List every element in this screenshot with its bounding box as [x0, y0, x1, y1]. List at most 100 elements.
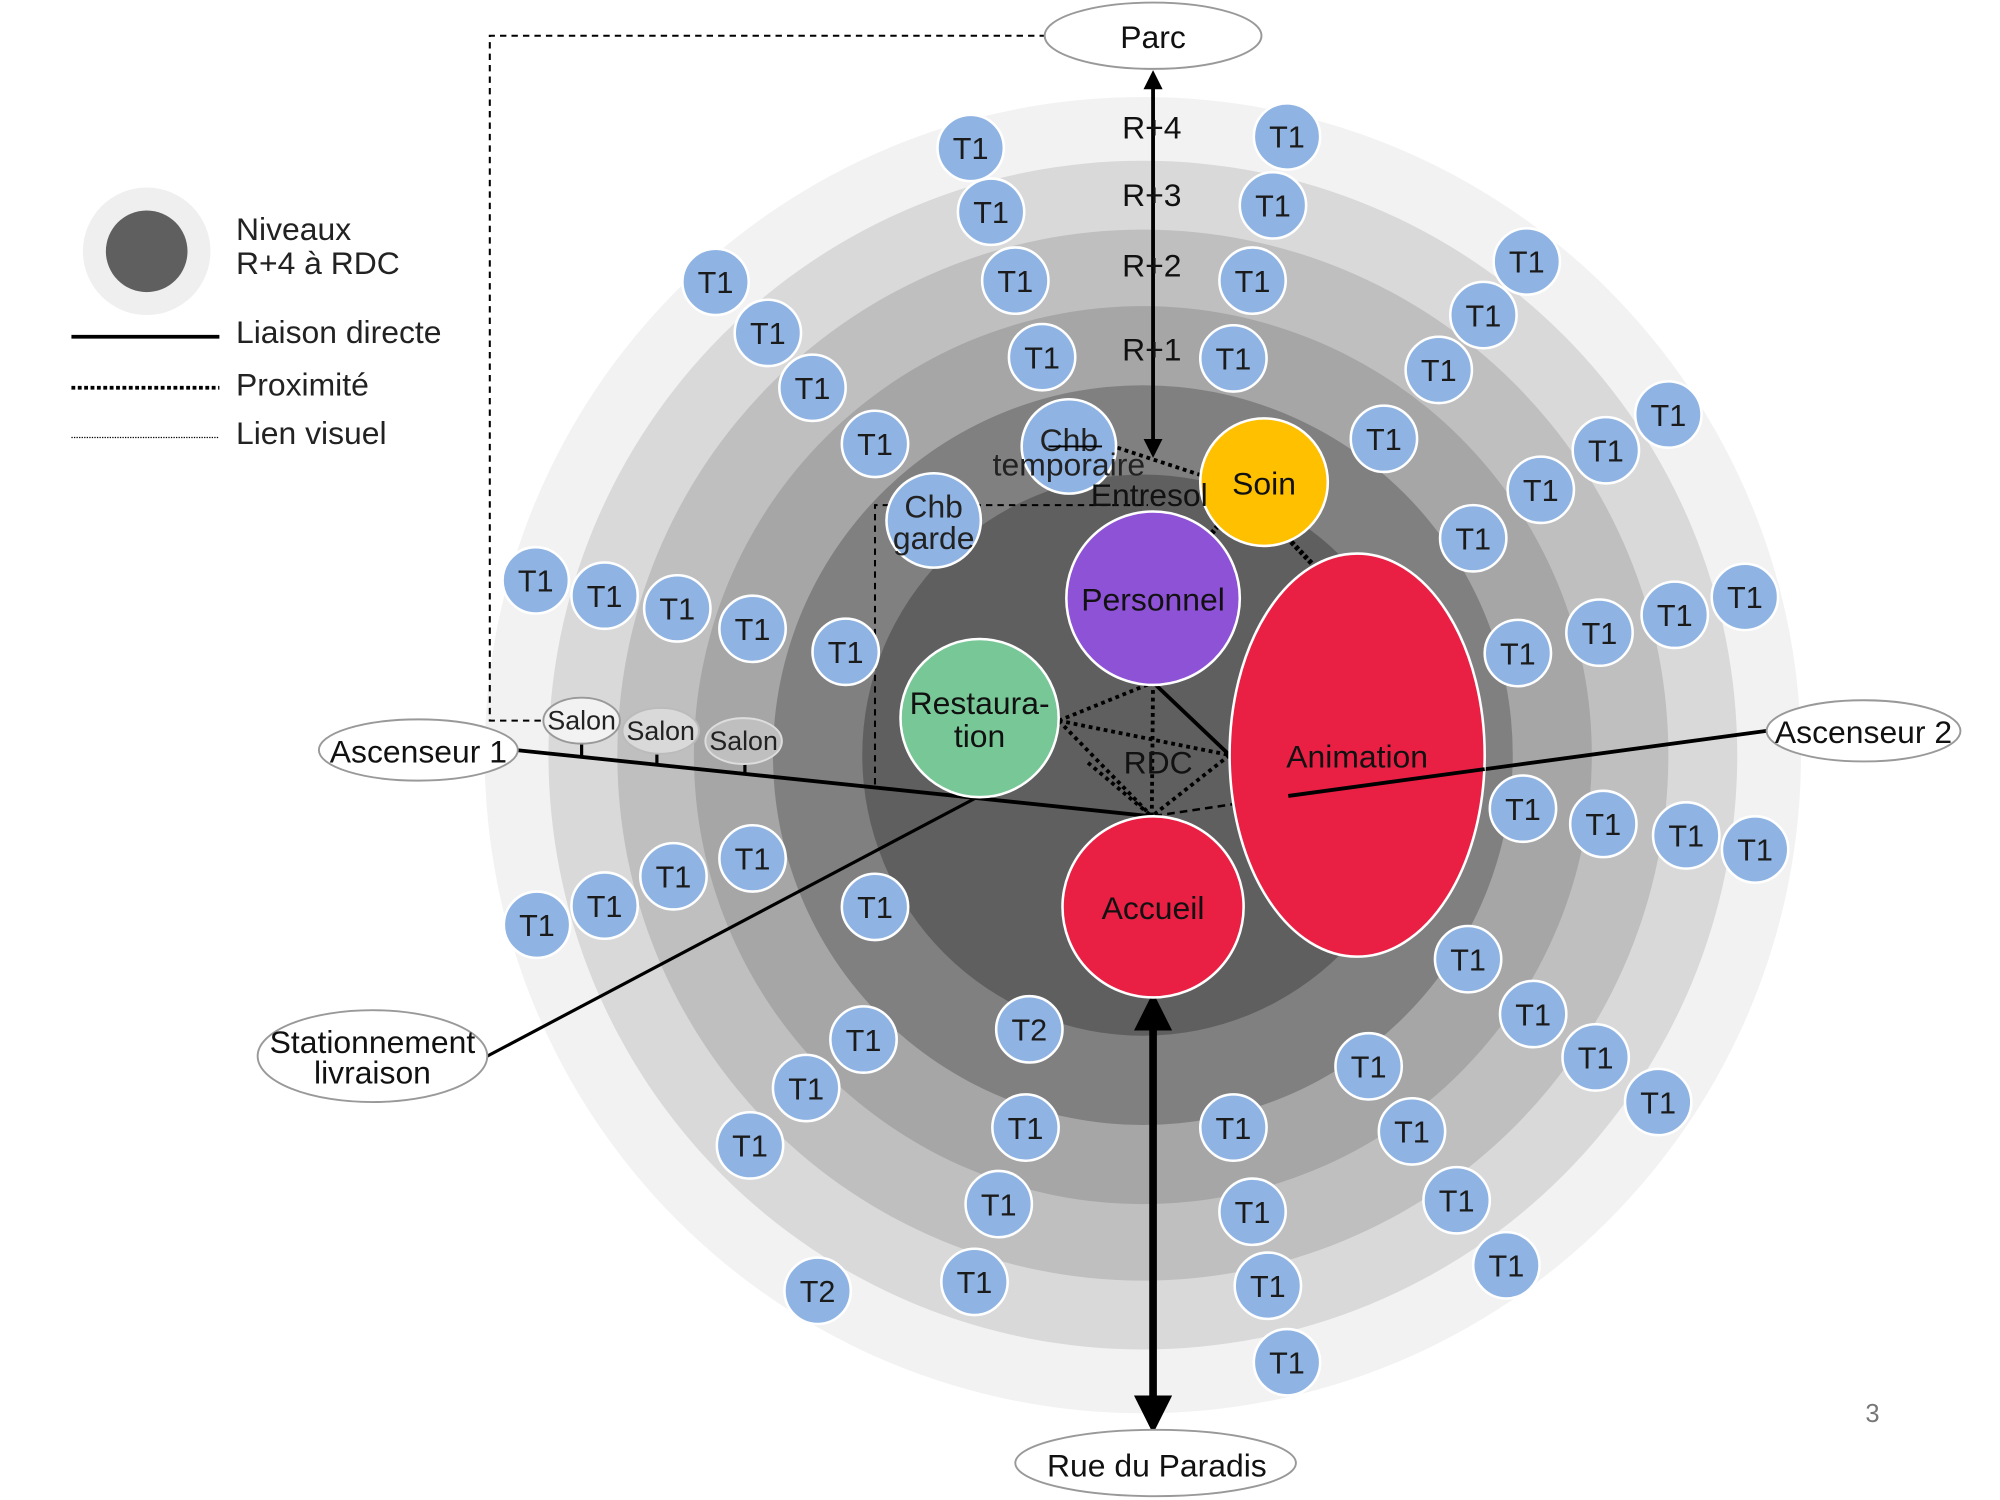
salon-2-label: Salon [626, 716, 694, 746]
link-ascenseur2-animation-over [1288, 767, 1485, 798]
t1-unit [718, 823, 787, 893]
t1-unit-label: T1 [1585, 808, 1621, 842]
t1-unit [1238, 170, 1308, 240]
t1-unit-label: T1 [1737, 834, 1773, 868]
salon-1-label: Salon [547, 706, 615, 736]
t1-unit-label: T1 [1250, 1270, 1286, 1304]
t1-unit-label: T1 [1421, 354, 1457, 388]
t1-unit-label: T1 [1024, 341, 1060, 375]
t1-unit-label: T1 [518, 565, 554, 599]
t1-unit [1422, 1165, 1492, 1235]
oval-stationnement [256, 1009, 489, 1103]
t1-unit-label: T1 [1235, 1196, 1271, 1230]
t1-unit-label: T1 [659, 593, 695, 627]
legend-direct-label: Liaison directe [236, 314, 442, 350]
page-number: 3 [1865, 1400, 1879, 1428]
t1-unit-label: T1 [732, 1130, 768, 1164]
legend-levels-title: Niveaux [236, 211, 351, 247]
t1-unit [570, 871, 640, 941]
label-rue-paradis: Rue du Paradis [1047, 1448, 1267, 1484]
t1-unit [980, 246, 1050, 316]
label-accueil: Accueil [1102, 890, 1205, 926]
t2-unit [994, 994, 1064, 1064]
link-animation-hub-dashed [1151, 794, 1289, 818]
t1-unit-label: T1 [1657, 599, 1693, 633]
t1-unit [1252, 1327, 1322, 1397]
t1-unit [840, 409, 910, 479]
endpoints: Parc Ascenseur 1 Ascenseur 2 Stationneme… [256, 1, 1962, 1498]
t1-unit-label: T1 [1515, 998, 1551, 1032]
t1-unit-label: T1 [1008, 1112, 1044, 1146]
label-chb-temporaire-2: temporaire [993, 446, 1145, 482]
link-restauration-animation [1058, 718, 1230, 757]
t1-unit-label: T1 [795, 372, 831, 406]
label-parc: Parc [1120, 19, 1186, 55]
overlay-lines [1048, 445, 1485, 798]
zones: Chb temporaire Chb garde Soin Personnel … [885, 397, 1486, 999]
level-r2: R+2 [1122, 247, 1181, 283]
salon-1 [542, 696, 621, 745]
t1-unit-label: T1 [1255, 190, 1291, 224]
t1-unit-label: T1 [846, 1024, 882, 1058]
t1-unit-label: T1 [1509, 246, 1545, 280]
salon-3 [704, 717, 783, 765]
t1-unit [1483, 618, 1553, 688]
t1-unit-label: T1 [1450, 943, 1486, 977]
label-animation: Animation [1286, 738, 1428, 774]
label-stationnement: Stationnement [270, 1024, 476, 1060]
link-restauration-personnel-hub [1086, 761, 1154, 818]
legend-level-ring-inner [105, 210, 188, 293]
t1-unit-label: T1 [735, 613, 771, 647]
t1-unit [1568, 789, 1638, 859]
t1-unit-label: T1 [957, 1266, 993, 1300]
label-livraison: livraison [314, 1055, 431, 1091]
t1-unit [964, 1169, 1034, 1239]
t1-unit [1198, 1093, 1268, 1162]
t1-unit-label: T1 [1235, 265, 1271, 299]
t2-unit-label: T2 [800, 1275, 836, 1309]
t1-unit-label: T1 [997, 265, 1033, 299]
t1-unit-label: T1 [953, 132, 989, 166]
t1-unit [771, 1053, 841, 1123]
t1-unit-label: T1 [1394, 1116, 1430, 1150]
level-r1: R+1 [1122, 331, 1181, 367]
t1-unit [639, 841, 708, 911]
t1-unit-label: T1 [1640, 1086, 1676, 1120]
legend: Niveaux R+4 à RDC Liaison directe Proxim… [71, 187, 442, 451]
label-personnel: Personnel [1081, 581, 1225, 617]
t1-unit [1233, 1251, 1303, 1321]
link-personnel-animation [1151, 681, 1231, 757]
t1-unit [733, 298, 803, 368]
link-chbtemp-soin [1116, 445, 1208, 479]
t1-unit [778, 353, 847, 423]
zone-restauration [899, 637, 1060, 799]
oval-ascenseur2 [1765, 699, 1962, 763]
t1-unit [1492, 227, 1562, 296]
label-chb-garde-2: garde [893, 520, 975, 556]
t1-unit-label: T1 [828, 636, 864, 670]
t1-unit [681, 247, 750, 317]
t1-unit [1471, 1230, 1541, 1300]
t1-unit [1218, 1177, 1287, 1247]
label-ascenseur1: Ascenseur 1 [330, 733, 507, 769]
level-entresol: Entresol [1091, 477, 1208, 513]
t1-unit-label: T1 [1578, 1042, 1614, 1076]
t1-unit [829, 1005, 898, 1074]
t1-unit [1334, 1031, 1404, 1101]
t1-unit [1565, 598, 1634, 668]
t1-unit-label: T1 [656, 861, 692, 895]
label-soin: Soin [1232, 465, 1296, 501]
t1-unit-label: T1 [1455, 523, 1491, 557]
t2-unit [783, 1256, 853, 1326]
t1-unit [936, 113, 1006, 183]
legend-levels-range: R+4 à RDC [236, 245, 400, 281]
t1-unit-label: T1 [857, 428, 893, 462]
link-ascenseur1-hub [515, 748, 1152, 819]
t1-unit [1571, 415, 1641, 485]
t1-unit [570, 561, 640, 631]
t1-unit-label: T1 [1466, 299, 1502, 333]
t1-unit-label: T1 [1668, 820, 1704, 854]
t1-unit [718, 594, 787, 664]
